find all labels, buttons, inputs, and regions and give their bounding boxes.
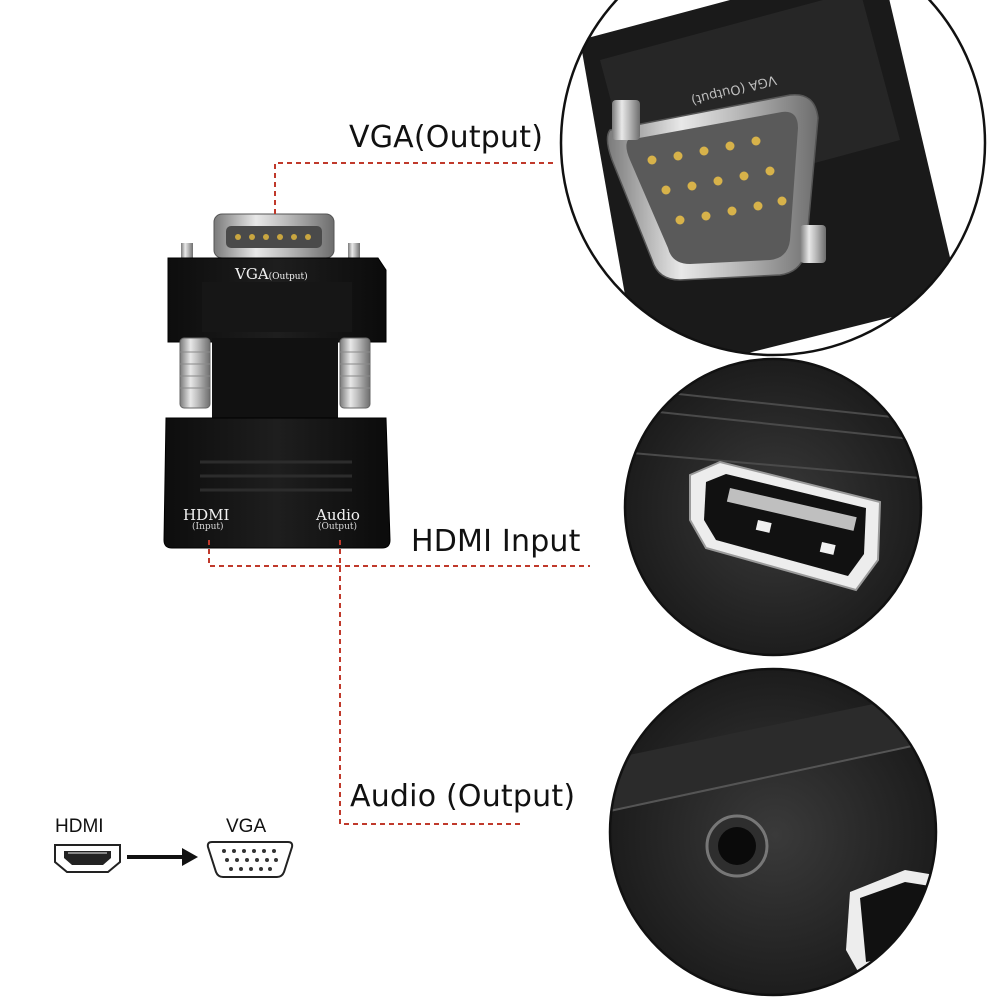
body-hdmi-sublabel: (Input) xyxy=(192,522,224,532)
body-hdmi-label: HDMI xyxy=(183,506,230,524)
hdmi-leader-line xyxy=(208,540,590,567)
audio-leader-line xyxy=(339,540,520,825)
legend-hdmi-label: HDMI xyxy=(55,816,104,837)
zoom-vga-connector xyxy=(559,0,987,357)
vga-port-icon xyxy=(206,841,294,878)
zoom-audio-jack xyxy=(608,667,938,997)
body-vga-label: VGA(Output) xyxy=(235,265,308,283)
leader-lines xyxy=(208,162,590,825)
body-audio-sublabel: (Output) xyxy=(318,522,357,532)
hdmi-port-icon xyxy=(54,844,121,873)
body-audio-label: Audio xyxy=(316,506,360,524)
hdmi-input-callout: HDMI Input xyxy=(411,524,581,559)
legend-vga-label: VGA xyxy=(226,816,267,837)
vga-leader-line xyxy=(274,162,555,214)
body-vga-subtext: (Output) xyxy=(268,272,308,282)
arrow-right-icon xyxy=(127,848,198,866)
zoom-hdmi-port xyxy=(623,357,923,657)
body-vga-text: VGA xyxy=(235,265,269,283)
audio-output-callout: Audio (Output) xyxy=(350,779,576,814)
adapter-device xyxy=(163,213,391,549)
legend-graphics xyxy=(54,841,294,878)
vga-output-callout: VGA(Output) xyxy=(349,120,544,155)
